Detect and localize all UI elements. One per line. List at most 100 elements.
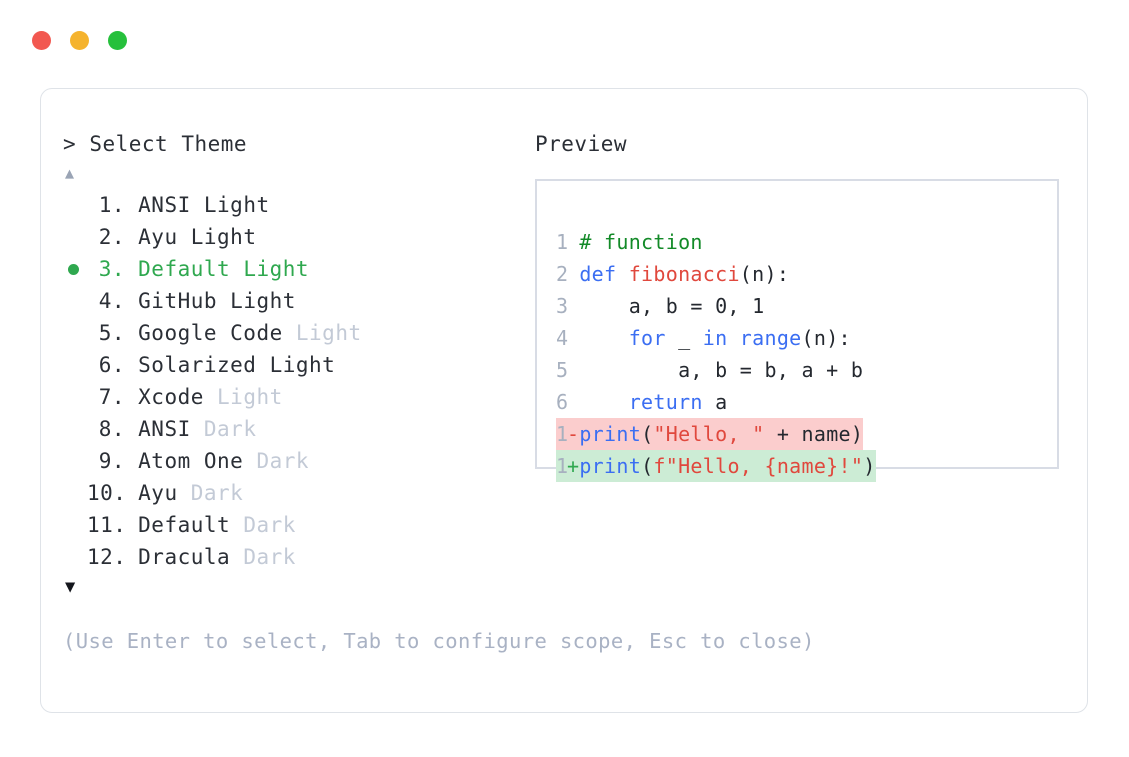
diff-token: ( [641,422,654,446]
code-token: fibonacci [628,262,740,286]
theme-item-variant: Light [190,225,257,249]
diff-token: ) [863,454,876,478]
diff-line-number: 1 [556,422,569,446]
theme-item-index: 7. [98,385,125,409]
theme-item-index: 6. [98,353,125,377]
theme-item-index: 9. [98,449,125,473]
theme-list-item[interactable]: 1. ANSI Light [63,189,533,221]
theme-item-variant: Light [269,353,336,377]
theme-item-name: Default [138,257,231,281]
minimize-dot[interactable] [70,31,89,50]
theme-list-item[interactable]: 4. GitHub Light [63,285,533,317]
diff-token: f"Hello, {name}!" [653,454,864,478]
theme-item-variant: Light [203,193,270,217]
diff-line-number: 1 [556,454,569,478]
theme-item-variant: Light [243,257,310,281]
diff-token: print [579,422,642,446]
code-token [579,326,628,350]
theme-item-name: ANSI [138,193,191,217]
theme-item-name: Solarized [138,353,257,377]
theme-item-variant: Dark [256,449,310,473]
diff-sign: + [567,454,580,478]
prompt-caret-icon: > [63,132,77,156]
scroll-up-icon[interactable]: ▲ [65,164,75,182]
theme-item-index: 8. [98,417,125,441]
code-line-number: 5 [556,358,569,382]
code-token: for [628,326,666,350]
theme-item-variant: Light [295,321,362,345]
theme-item-index: 1. [98,193,125,217]
theme-item-index: 11. [87,513,127,537]
code-token: # function [579,230,703,254]
diff-token: "Hello, " [653,422,765,446]
help-hint: (Use Enter to select, Tab to configure s… [63,629,815,653]
theme-list-item[interactable]: 2. Ayu Light [63,221,533,253]
theme-item-name: Google Code [138,321,283,345]
theme-list-item[interactable]: 11. Default Dark [63,509,533,541]
code-line: 4 for _ in range(n): [556,322,863,354]
window-controls [32,31,127,50]
theme-item-name: GitHub [138,289,218,313]
theme-item-variant: Light [230,289,296,313]
theme-item-name: ANSI [138,417,191,441]
code-token [579,390,628,414]
theme-item-name: Default [138,513,231,537]
theme-list-item[interactable]: 3. Default Light [63,253,533,285]
code-line-number: 6 [556,390,569,414]
theme-item-index: 12. [87,545,127,569]
theme-list-item[interactable]: 8. ANSI Dark [63,413,533,445]
theme-item-variant: Light [217,385,283,409]
theme-item-variant: Dark [203,417,257,441]
prompt-header: > Select Theme [63,129,533,159]
close-dot[interactable] [32,31,51,50]
theme-item-index: 5. [98,321,125,345]
code-line: 3 a, b = 0, 1 [556,290,863,322]
diff-line-add: 1 + print(f"Hello, {name}!") [556,450,876,482]
theme-item-index: 10. [87,481,127,505]
code-line: 6 return a [556,386,863,418]
theme-item-name: Dracula [138,545,231,569]
diff-line-del: 1 - print("Hello, " + name) [556,418,864,450]
theme-item-name: Ayu [138,481,178,505]
code-token: a, b = 0, 1 [579,294,765,318]
preview-label: Preview [535,132,628,156]
code-line-number: 3 [556,294,569,318]
theme-list-item[interactable]: 9. Atom One Dark [63,445,533,477]
theme-item-index: 4. [98,289,125,313]
theme-list-item[interactable]: 12. Dracula Dark [63,541,533,573]
diff-token: print [579,454,642,478]
code-line: 5 a, b = b, a + b [556,354,863,386]
theme-list-item[interactable]: 10. Ayu Dark [63,477,533,509]
code-token: _ [665,326,703,350]
theme-item-variant: Dark [190,481,244,505]
diff-token: + name) [764,422,864,446]
scroll-down-icon[interactable]: ▼ [65,577,76,597]
code-line: 1 # function [556,226,863,258]
code-token: in range [702,326,802,350]
code-line-number: 1 [556,230,569,254]
page-title: Select Theme [89,132,248,156]
theme-list-item[interactable]: 7. Xcode Light [63,381,533,413]
maximize-dot[interactable] [108,31,127,50]
theme-item-name: Ayu [138,225,178,249]
code-line-number: 2 [556,262,569,286]
diff-sign: - [567,422,580,446]
theme-item-index: 2. [98,225,125,249]
selected-bullet-icon [68,264,79,275]
diff-sample: 1 - print("Hello, " + name)1 + print(f"H… [556,418,876,482]
theme-item-name: Atom One [138,449,244,473]
theme-item-variant: Dark [243,545,296,569]
theme-list-item[interactable]: 6. Solarized Light [63,349,533,381]
diff-token: ( [641,454,654,478]
code-token: (n): [801,326,851,350]
code-line: 2 def fibonacci(n): [556,258,863,290]
code-token: a, b = b, a + b [579,358,864,382]
code-token: a [702,390,728,414]
theme-list-item[interactable]: 5. Google Code Light [63,317,533,349]
